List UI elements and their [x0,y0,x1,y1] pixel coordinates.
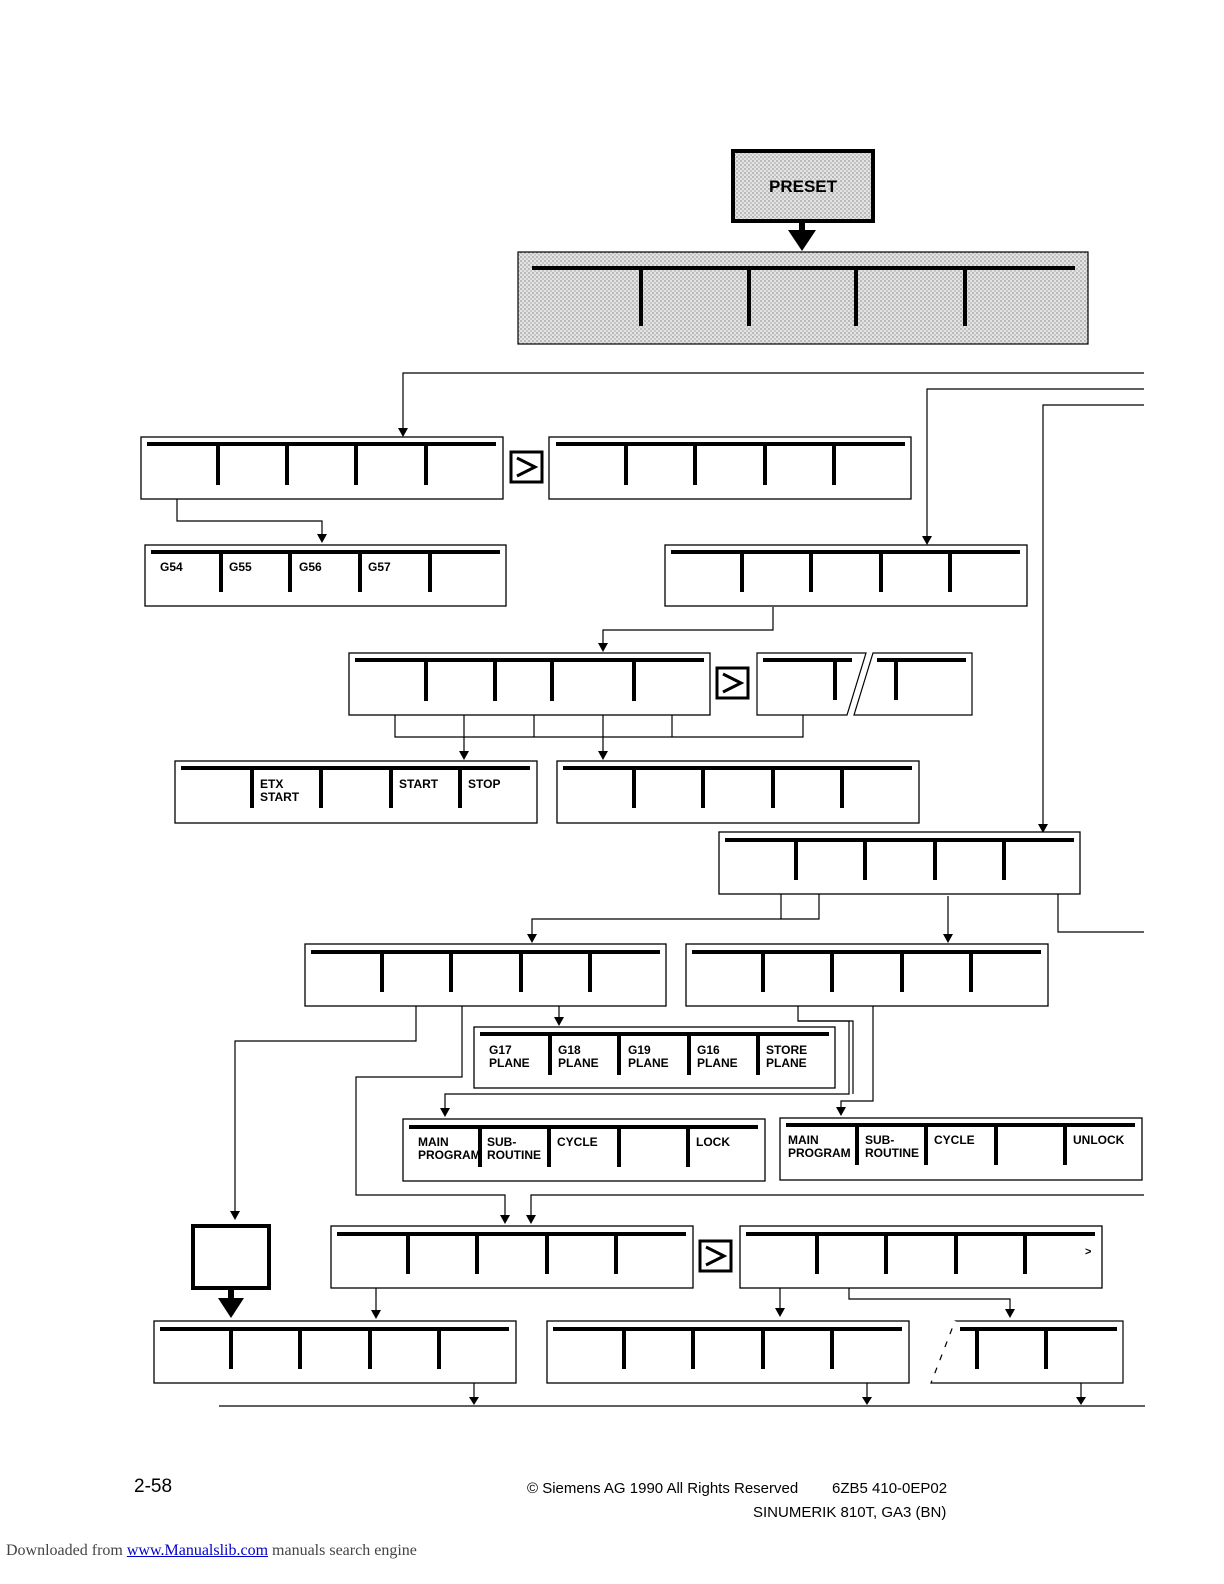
thick-down-arrow [788,221,816,251]
download-prefix: Downloaded from [6,1542,123,1559]
product-name: SINUMERIK 810T, GA3 (BN) [753,1504,947,1521]
softkey-bar-r3-split [756,652,973,716]
softkey-bar-r4-right [556,760,920,824]
connector-lines [176,372,1145,1407]
softkey-cycle: CYCLE [557,1135,598,1149]
softkey-bar-r6-right [685,943,1049,1007]
softkey-g55: G55 [229,560,252,574]
softkey-bar-r5 [718,831,1081,895]
extension-key-icon-3 [698,1239,733,1273]
softkey-bar-zero-offsets: G54 G55 G56 G57 [144,544,507,607]
download-suffix: manuals search engine [272,1542,417,1559]
softkey-start: START [399,777,439,791]
softkey-bar-r1-left [140,436,504,500]
copyright-text: © Siemens AG 1990 All Rights Reserved [527,1480,799,1497]
softkey-g56: G56 [299,560,322,574]
softkey-g54: G54 [160,560,183,574]
download-source-line: Downloaded from www.Manualslib.com manua… [6,1542,417,1560]
page-number: 2-58 [134,1476,173,1497]
softkey-stop: STOP [468,777,500,791]
blank-key [191,1224,271,1318]
top-softkey-bar [517,251,1089,345]
softkey-g57: G57 [368,560,391,574]
softkey-subroutine: SUB-ROUTINE [487,1135,541,1162]
softkey-bar-r9-left [153,1320,517,1384]
softkey-bar-r9-partial [929,1320,1124,1384]
extension-key-icon [509,450,544,484]
softkey-bar-r9-mid [546,1320,910,1384]
softkey-bar-r6-left [304,943,667,1007]
softkey-bar-r3-left [348,652,711,716]
softkey-subroutine-2: SUB-ROUTINE [865,1133,919,1160]
softkey-unlock: UNLOCK [1073,1133,1125,1147]
more-indicator: > [1085,1246,1091,1258]
preset-key: PRESET [731,149,875,223]
softkey-bar-r8-left [330,1225,694,1289]
softkey-bar-r8-right: > [739,1225,1103,1289]
order-number: 6ZB5 410-0EP02 [832,1480,948,1497]
extension-key-icon-2 [715,666,750,700]
softkey-cycle-2: CYCLE [934,1133,975,1147]
softkey-lock: LOCK [696,1135,730,1149]
softkey-bar-r1-right [548,436,912,500]
manualslib-link[interactable]: www.Manualslib.com [126,1542,269,1559]
preset-label: PRESET [769,177,838,196]
softkey-bar-r2-right [664,544,1028,607]
